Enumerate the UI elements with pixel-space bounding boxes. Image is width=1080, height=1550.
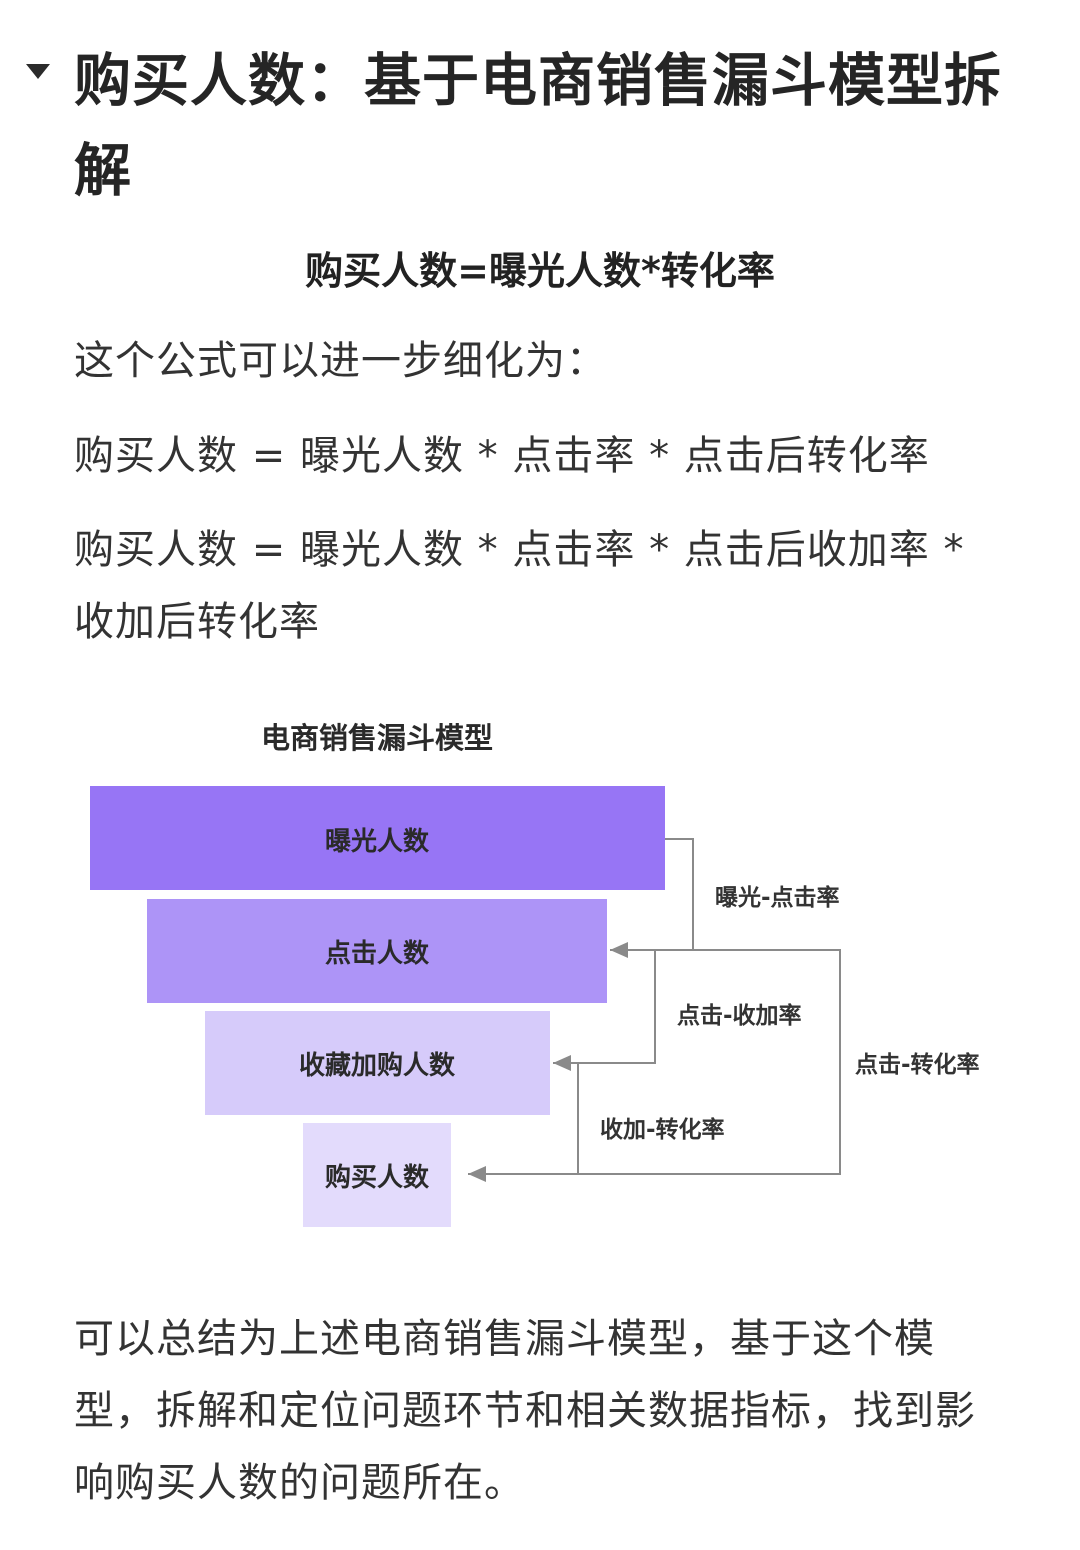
formula-line-2: 购买人数 = 曝光人数 * 点击率 * 点击后收加率 * 收加后转化率 [74,527,965,645]
stage-click-label: 点击人数 [325,938,430,969]
funnel-diagram: 电商销售漏斗模型 曝光人数 点击人数 收藏加购人数 购买人数 曝光-点击率 点击… [0,700,1080,1260]
stage-exposure-label: 曝光人数 [325,827,430,857]
rate-cart-convert: 收加-转化率 [600,1116,725,1143]
rate-click-cart: 点击-收加率 [677,1002,802,1029]
diagram-title: 电商销售漏斗模型 [261,721,493,755]
summary-text: 可以总结为上述电商销售漏斗模型，基于这个模型，拆解和定位问题环节和相关数据指标，… [74,1316,976,1506]
stage-cart-label: 收藏加购人数 [299,1051,456,1081]
connector-click-purchase [468,949,841,1182]
stage-click [147,899,607,1003]
connector-click-cart [553,950,656,1071]
stage-purchase-label: 购买人数 [325,1163,430,1193]
rate-exposure-click: 曝光-点击率 [715,884,840,911]
main-formula: 购买人数=曝光人数*转化率 [305,249,775,293]
collapse-toggle-icon[interactable] [26,64,50,79]
formula-line-1: 购买人数 = 曝光人数 * 点击率 * 点击后转化率 [74,433,930,479]
section-heading: 购买人数：基于电商销售漏斗模型拆解 [74,48,1002,204]
intro-text: 这个公式可以进一步细化为： [74,338,607,384]
connector-exposure-click [610,838,694,958]
rate-click-convert: 点击-转化率 [855,1051,980,1078]
stage-purchase [303,1123,451,1227]
stage-cart [205,1011,550,1115]
stage-exposure [90,786,665,890]
